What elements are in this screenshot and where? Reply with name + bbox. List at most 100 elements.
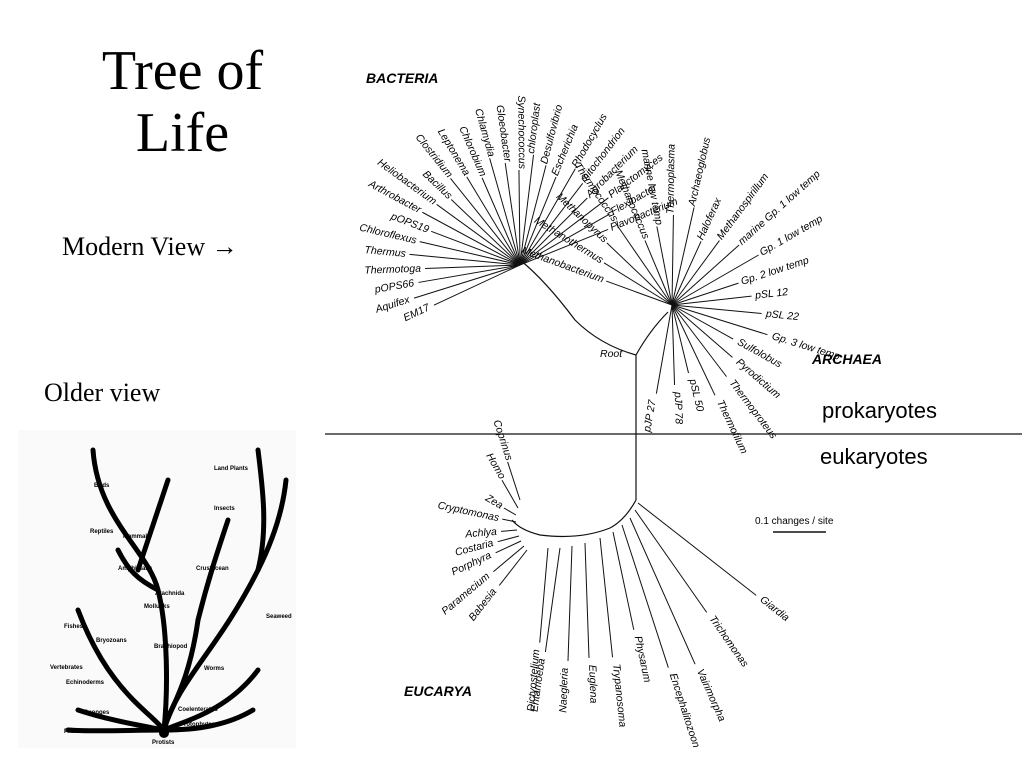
- seaweed-branch: [161, 667, 261, 733]
- taxon-gp-2-low-temp: Gp. 2 low temp: [739, 254, 810, 287]
- taxon-pjp-78: pJP 78: [672, 391, 685, 425]
- branch-pops66: [418, 264, 521, 283]
- older-label-crustacean: Crustacean: [196, 566, 229, 572]
- branch-planctomyces: [519, 197, 609, 266]
- taxon-pjp-27: pJP 27: [641, 398, 659, 434]
- branch-chlamydia: [489, 158, 521, 266]
- branch-vairimorpha: [629, 517, 696, 665]
- arthropod-branch: [195, 517, 231, 623]
- root-label: Root: [600, 348, 623, 360]
- branch-porphyra: [495, 540, 522, 554]
- archaea-main-branch: [635, 311, 669, 356]
- older-label-arachnida: Arachnida: [155, 591, 185, 597]
- branch-bacillus: [450, 199, 521, 266]
- older-label-mollusks: Mollusks: [144, 604, 170, 610]
- title-line-2: Life: [135, 102, 230, 164]
- branch-zea: [503, 507, 517, 516]
- branch-pjp-78: [671, 304, 676, 385]
- taxon-dictyostelium: Dictyostelium: [525, 649, 542, 712]
- branch-costaria: [497, 535, 520, 543]
- older-label-protozoans: Protozoans: [64, 729, 97, 735]
- older-label-insects: Insects: [214, 506, 235, 512]
- branch-encephalitozoon: [621, 524, 669, 668]
- older-label-vertebrates: Vertebrates: [50, 665, 83, 671]
- older-label-protists: Protists: [152, 740, 175, 746]
- taxon-archaeoglobus: Archaeoglobus: [686, 136, 714, 209]
- branch-gp-3-low-temp: [671, 304, 768, 336]
- older-label-seaweed: Seaweed: [266, 614, 292, 620]
- older-label-amphibians: Amphibians: [118, 566, 153, 572]
- branch-thermoproteus: [671, 304, 727, 377]
- branch-thermofilum: [671, 304, 716, 396]
- branch-methanothermus: [603, 262, 673, 306]
- older-label-reptiles: Reptiles: [90, 529, 114, 535]
- older-label-sponges: Sponges: [84, 710, 110, 716]
- branch-mitochondrion: [519, 182, 584, 266]
- branch-giardia: [637, 502, 757, 596]
- taxon-encephalitozoon: Encephalitozoon: [667, 672, 702, 750]
- taxon-giardia: Giardia: [758, 594, 792, 624]
- branch-heliobacterium: [436, 204, 521, 266]
- older-label-protophytes: Protophytes: [180, 722, 216, 728]
- eucarya-main-branch: [511, 499, 637, 538]
- taxon-psl-12: pSL 12: [753, 286, 788, 302]
- branch-methanobacterium: [606, 280, 673, 306]
- branch-arthrobacter: [422, 211, 521, 266]
- branch-thermoplasma: [671, 215, 674, 306]
- older-label-bryozoans: Bryozoans: [96, 638, 127, 644]
- eukaryotes-label: eukaryotes: [820, 444, 928, 469]
- older-label-worms: Worms: [204, 666, 225, 672]
- prokaryotes-label: prokaryotes: [822, 398, 937, 423]
- title-line-1: Tree of: [101, 40, 264, 102]
- branch-clostridium: [450, 178, 521, 266]
- branch-entamoeba: [544, 547, 561, 653]
- branch-haloferax: [671, 241, 702, 306]
- taxon-thermotoga: Thermotoga: [364, 263, 421, 277]
- older-tree-illustration: Land PlantsBirdsReptilesMammalsAmphibian…: [18, 430, 296, 748]
- branch-gloeobacter: [504, 162, 521, 266]
- taxon-physarum: Physarum: [632, 635, 654, 684]
- older-label-land-plants: Land Plants: [214, 466, 249, 472]
- older-label-fishes: Fishes: [64, 624, 84, 630]
- taxon-euglena: Euglena: [586, 665, 599, 704]
- older-label-echinoderms: Echinoderms: [66, 680, 105, 686]
- branch-synechococcus: [518, 170, 521, 266]
- taxon-achlya: Achlya: [464, 526, 498, 541]
- root-node-icon: [159, 728, 169, 738]
- branch-leptonema: [466, 176, 521, 266]
- taxon-naegleria: Naegleria: [557, 667, 571, 712]
- taxon-vairimorpha: Vairimorpha: [694, 667, 728, 723]
- branch-trichomonas: [634, 509, 708, 613]
- branch-aquifex: [413, 264, 521, 299]
- slide-title: Tree of Life: [60, 40, 305, 164]
- older-label-brachiopod: Brachiopod: [154, 644, 188, 650]
- branch-coprinus: [507, 461, 521, 501]
- taxon-trichomonas: Trichomonas: [707, 614, 752, 671]
- bacteria-main-branch: [519, 259, 637, 356]
- branch-thermus: [409, 253, 521, 266]
- branch-paramecium: [493, 545, 525, 573]
- protozoans-branch: [65, 727, 167, 734]
- taxon-labels: FlavobacteriumFlexibacterPlanctomycesAgr…: [358, 95, 841, 749]
- branch-marine-gp-1-low-temp: [671, 244, 740, 306]
- taxon-pops66: pOPS66: [373, 277, 415, 296]
- branch-dictyostelium: [539, 547, 549, 643]
- branch-psl-12: [671, 295, 752, 306]
- older-label-coelenterates: Coelenterates: [178, 707, 218, 713]
- branch-psl-50: [671, 304, 689, 374]
- right-arrow-icon: →: [211, 232, 238, 261]
- branch-babesia: [498, 549, 528, 586]
- branch-methanospirillum: [671, 240, 720, 306]
- domain-eucarya: EUCARYA: [404, 683, 472, 699]
- taxon-thermoplasma: Thermoplasma: [664, 144, 677, 214]
- branch-physarum: [612, 531, 635, 630]
- branch-gp-1-low-temp: [671, 254, 759, 306]
- branch-cryptomonas: [502, 518, 517, 523]
- branch-thermococcus: [614, 222, 673, 306]
- branch-methanococcus: [644, 240, 673, 306]
- reptiles-branch: [115, 547, 161, 593]
- branch-agrobacterium: [519, 197, 588, 266]
- branch-escherichia: [519, 176, 557, 266]
- branch-pops19: [430, 230, 521, 266]
